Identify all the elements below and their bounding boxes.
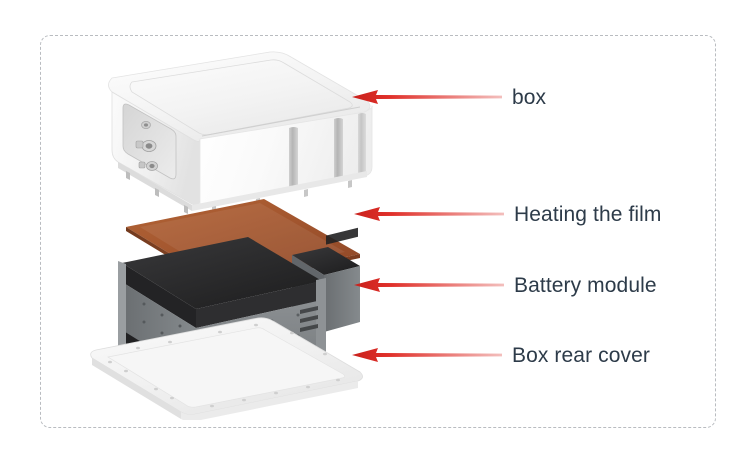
box-bottom-flange [118,162,367,214]
callout-box-rear-cover: Box rear cover [352,340,650,370]
callout-battery-module: Battery module [354,270,657,300]
enclosure-ribs [289,113,366,188]
callout-label-battery-module: Battery module [514,273,657,297]
dashed-frame-border [40,35,716,428]
exploded-view-illustration [60,40,400,420]
connector-panel [122,103,177,180]
left-arrow-icon [354,206,504,222]
callout-label-box: box [512,85,547,109]
callout-heating-film: Heating the film [354,199,662,229]
callout-label-box-rear-cover: Box rear cover [512,343,650,367]
callout-label-heating-film: Heating the film [514,202,662,226]
component-box-rear-cover [90,317,363,420]
left-arrow-icon [352,89,502,105]
callout-box: box [352,82,546,112]
left-arrow-icon [354,277,504,293]
component-box [108,51,373,214]
left-arrow-icon [352,347,502,363]
